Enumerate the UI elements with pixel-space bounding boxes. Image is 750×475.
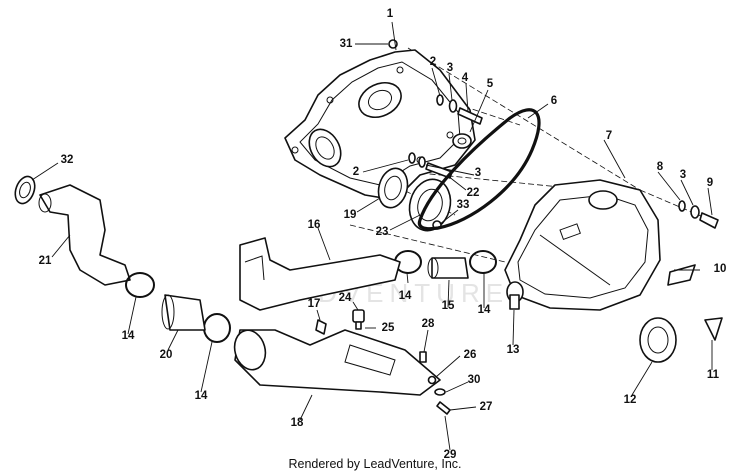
callout-6: 6 bbox=[551, 95, 557, 107]
callout-18: 18 bbox=[291, 417, 304, 429]
callout-23: 23 bbox=[376, 226, 389, 238]
callout-30: 30 bbox=[468, 374, 481, 386]
decal-10 bbox=[667, 264, 696, 286]
cover-hardware bbox=[678, 200, 719, 229]
callout-25: 25 bbox=[382, 322, 395, 334]
callout-21: 21 bbox=[39, 255, 52, 267]
leader-lines bbox=[31, 21, 713, 451]
callout-31: 31 bbox=[340, 38, 353, 50]
spacer-washer-5 bbox=[452, 133, 472, 149]
bolt-17 bbox=[315, 319, 327, 335]
pin-28 bbox=[419, 351, 427, 363]
callout-4: 4 bbox=[462, 72, 469, 84]
callout-3: 3 bbox=[447, 62, 453, 74]
label-11 bbox=[704, 317, 723, 341]
callout-32: 32 bbox=[61, 154, 74, 166]
hose-clamp-14d bbox=[469, 250, 497, 274]
callout-22: 22 bbox=[467, 187, 480, 199]
callout-14d: 14 bbox=[195, 390, 208, 402]
callout-27: 27 bbox=[480, 401, 493, 413]
washer-30 bbox=[434, 388, 446, 396]
callout-12: 12 bbox=[624, 394, 637, 406]
callout-10: 10 bbox=[714, 263, 727, 275]
callout-8: 8 bbox=[657, 161, 664, 173]
sleeve-15 bbox=[427, 257, 469, 279]
callout-2b: 2 bbox=[353, 166, 359, 178]
callout-16: 16 bbox=[308, 219, 321, 231]
callout-14a: 14 bbox=[399, 290, 412, 302]
callout-5: 5 bbox=[487, 78, 494, 90]
callout-28: 28 bbox=[422, 318, 435, 330]
housing-18 bbox=[233, 329, 441, 396]
callout-labels: 1 2 3 4 5 6 7 8 3 9 31 2 3 22 19 23 33 3… bbox=[39, 8, 727, 461]
intake-duct-21 bbox=[38, 184, 131, 286]
callout-26: 26 bbox=[464, 349, 477, 361]
callout-7: 7 bbox=[606, 130, 612, 142]
cap-24 bbox=[352, 309, 365, 323]
callout-19: 19 bbox=[344, 209, 357, 221]
bolt-26 bbox=[427, 375, 437, 385]
callout-3b: 3 bbox=[680, 169, 686, 181]
callout-33: 33 bbox=[457, 199, 470, 211]
sleeve-20 bbox=[161, 294, 206, 331]
callout-11: 11 bbox=[707, 369, 720, 381]
drive-clutch-19 bbox=[377, 167, 409, 209]
hose-clamp-14b bbox=[203, 313, 231, 343]
callout-2: 2 bbox=[430, 56, 436, 68]
footer-credit: Rendered by LeadVenture, Inc. bbox=[288, 457, 462, 471]
air-duct-16 bbox=[239, 237, 401, 311]
hose-clamp-14a bbox=[125, 272, 155, 298]
callout-14b: 14 bbox=[478, 304, 491, 316]
fitting-25 bbox=[355, 321, 362, 330]
outer-cover-7 bbox=[504, 179, 661, 311]
gasket-12 bbox=[639, 317, 677, 363]
callout-20: 20 bbox=[160, 349, 173, 361]
callout-3c: 3 bbox=[475, 167, 481, 179]
callout-29: 29 bbox=[444, 449, 457, 461]
fitting-13 bbox=[509, 294, 520, 310]
callout-9: 9 bbox=[707, 177, 713, 189]
callout-17: 17 bbox=[308, 298, 321, 310]
callout-14c: 14 bbox=[122, 330, 135, 342]
callout-15: 15 bbox=[442, 300, 455, 312]
callout-1: 1 bbox=[387, 8, 394, 20]
callout-13: 13 bbox=[507, 344, 520, 356]
drive-belt-6 bbox=[417, 108, 541, 231]
seal-32 bbox=[14, 175, 36, 205]
callout-24: 24 bbox=[339, 292, 352, 304]
screw-27 bbox=[436, 401, 451, 415]
upper-hardware bbox=[436, 94, 483, 125]
